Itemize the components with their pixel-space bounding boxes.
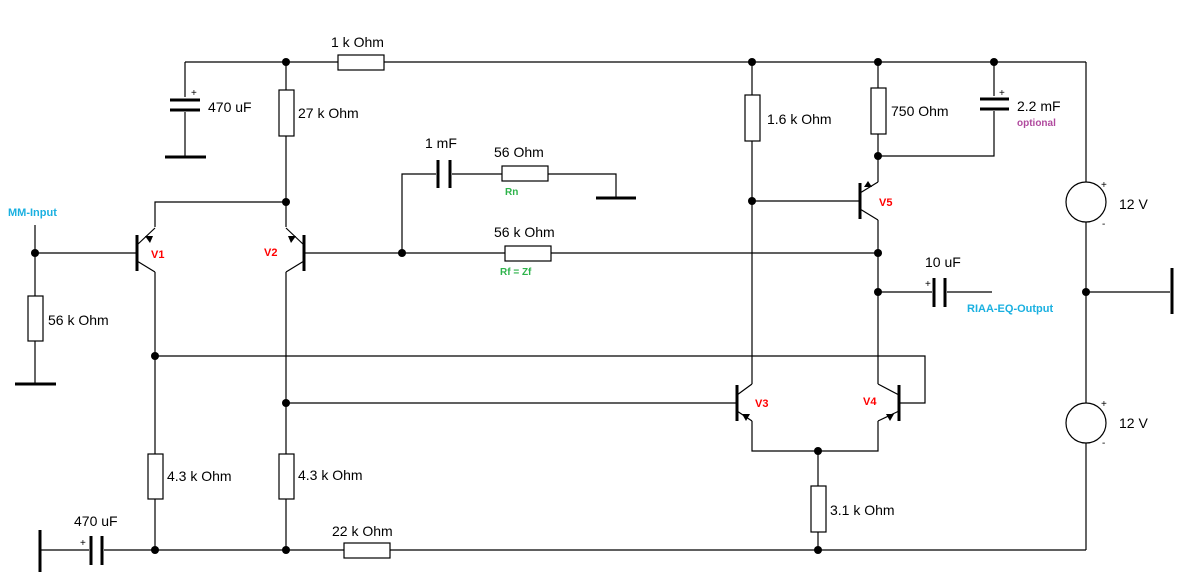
label-rn: Rn xyxy=(505,187,518,198)
label-r-3-1k: 3.1 k Ohm xyxy=(830,502,895,518)
ground-bars xyxy=(15,155,1174,572)
resistor-4-3k-a xyxy=(147,453,164,500)
label-r-56k-feedback: 56 k Ohm xyxy=(494,224,555,240)
label-r-1-6k: 1.6 k Ohm xyxy=(767,111,832,127)
label-r-22k: 22 k Ohm xyxy=(332,523,393,539)
io-labels: MM-Input RIAA-EQ-Output xyxy=(8,207,1053,315)
label-optional: optional xyxy=(1017,118,1056,129)
capacitors xyxy=(89,97,1009,565)
transistor-v2 xyxy=(285,227,306,273)
label-r-750: 750 Ohm xyxy=(891,103,949,119)
capacitor-10uf xyxy=(932,278,947,307)
label-c-470-top: 470 uF xyxy=(208,99,252,115)
resistor-27k xyxy=(278,89,295,137)
label-r-top: 1 k Ohm xyxy=(331,34,384,50)
voltage-source-bottom xyxy=(1065,402,1107,444)
transistor-v4 xyxy=(877,383,901,422)
junction-dots xyxy=(31,58,1090,554)
polarity-minus-bottom: - xyxy=(1102,438,1105,449)
label-v4: V4 xyxy=(863,396,877,408)
label-v1: V1 xyxy=(151,249,164,261)
resistor-56k-input xyxy=(27,295,44,342)
label-c-1mf: 1 mF xyxy=(425,135,457,151)
resistor-56k-feedback xyxy=(504,245,552,262)
label-v5: V5 xyxy=(879,197,892,209)
transistor-v1 xyxy=(135,227,156,273)
label-r-4-3k-b: 4.3 k Ohm xyxy=(298,467,363,483)
label-r-27k: 27 k Ohm xyxy=(298,105,359,121)
label-r-56k-input: 56 k Ohm xyxy=(48,312,109,328)
resistor-1-6k xyxy=(744,94,761,142)
label-riaa-output: RIAA-EQ-Output xyxy=(967,303,1053,315)
polarity-plus-bottom: + xyxy=(1101,399,1107,410)
transistor-v3 xyxy=(735,383,753,422)
resistor-750 xyxy=(870,87,887,135)
label-c-10uf: 10 uF xyxy=(925,254,961,270)
label-c-2-2mf: 2.2 mF xyxy=(1017,98,1061,114)
polarity-plus-c10: + xyxy=(925,279,931,290)
voltage-sources xyxy=(1065,181,1107,444)
capacitor-2-2mf xyxy=(980,97,1009,111)
resistor-22k xyxy=(343,542,391,559)
label-c-470-bottom: 470 uF xyxy=(74,513,118,529)
label-v-bottom: 12 V xyxy=(1119,415,1148,431)
voltage-source-top xyxy=(1065,181,1107,223)
resistor-4-3k-b xyxy=(278,453,295,500)
polarity-minus-top: - xyxy=(1102,219,1105,230)
label-v3: V3 xyxy=(755,398,768,410)
component-labels: 1 k Ohm 470 uF 27 k Ohm 1 mF 56 Ohm 56 k… xyxy=(48,34,1148,549)
resistor-3-1k xyxy=(810,485,827,533)
polarity-plus-c470-top: + xyxy=(191,88,197,99)
capacitor-1mf xyxy=(436,160,452,188)
label-rf: Rf = Zf xyxy=(500,267,532,278)
transistors xyxy=(135,181,901,422)
transistor-v5 xyxy=(858,181,879,221)
polarity-plus-top: + xyxy=(1101,180,1107,191)
label-r-4-3k-a: 4.3 k Ohm xyxy=(167,468,232,484)
resistors xyxy=(27,54,887,559)
polarity-plus-c22: + xyxy=(999,88,1005,99)
resistor-56-rn xyxy=(501,165,549,182)
label-r-56-rn: 56 Ohm xyxy=(494,144,544,160)
label-v2: V2 xyxy=(264,247,277,259)
transistor-labels: V1 V2 V3 V4 V5 xyxy=(151,197,892,410)
polarity-plus-c470-bottom: + xyxy=(80,538,86,549)
label-mm-input: MM-Input xyxy=(8,207,57,219)
label-v-top: 12 V xyxy=(1119,196,1148,212)
capacitor-470uf-bottom xyxy=(89,536,104,565)
resistor-1k xyxy=(337,54,385,71)
capacitor-470uf-top xyxy=(170,98,200,112)
